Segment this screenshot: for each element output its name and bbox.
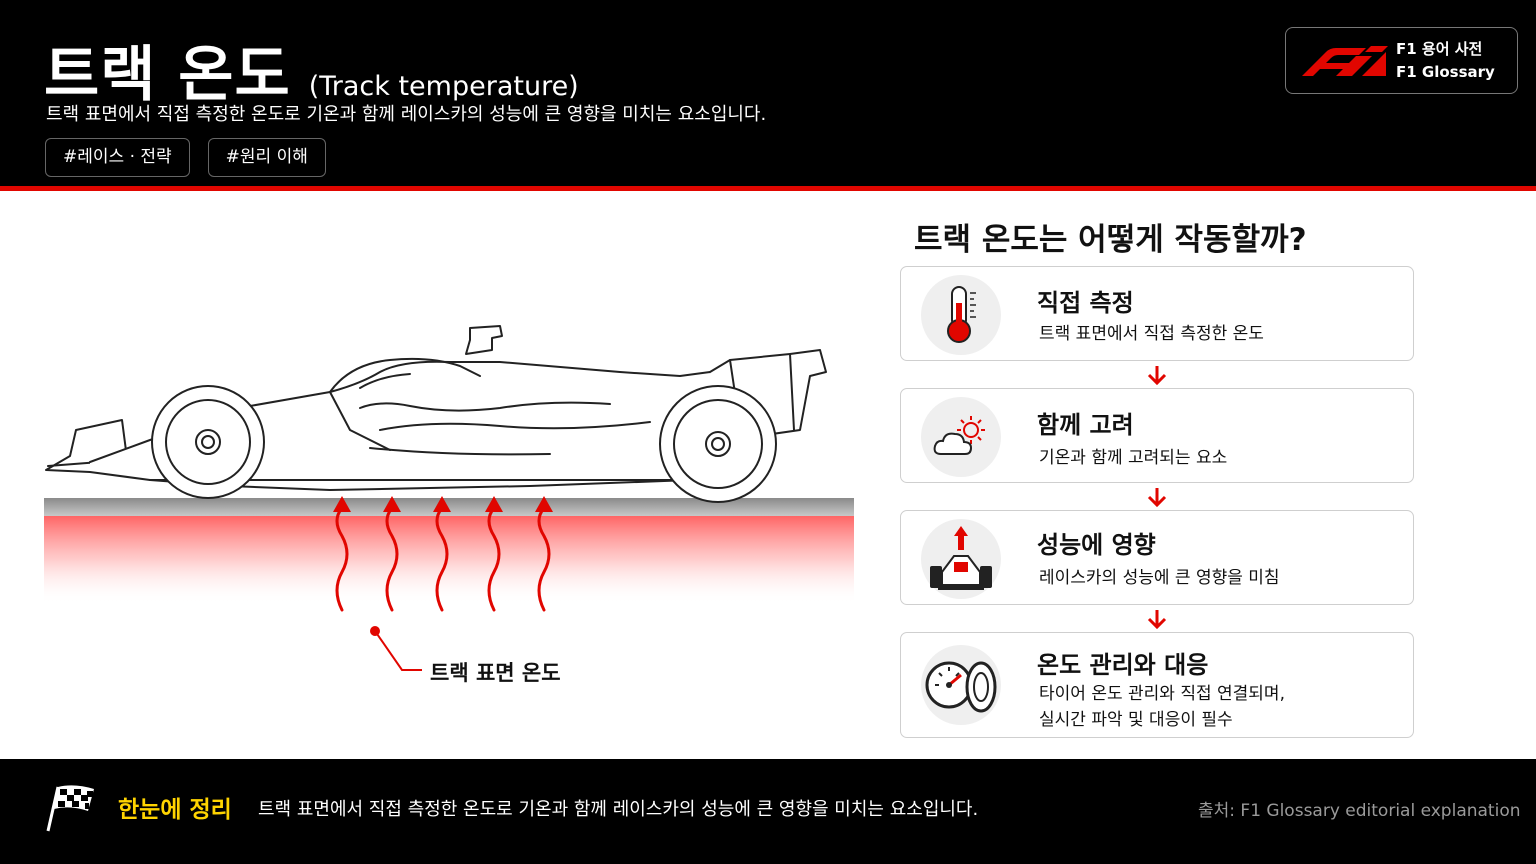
summary-text: 트랙 표면에서 직접 측정한 온도로 기온과 함께 레이스카의 성능에 큰 영향… <box>258 799 979 820</box>
thermometer-icon <box>921 275 1001 355</box>
step-description: 타이어 온도 관리와 직접 연결되며, 실시간 파악 및 대응이 필수 <box>1039 681 1285 733</box>
tag-race-strategy[interactable]: #레이스 · 전략 <box>45 138 190 177</box>
title-english: (Track temperature) <box>308 71 579 102</box>
track-surface-label: 트랙 표면 온도 <box>430 661 561 685</box>
glossary-label-en: F1 Glossary <box>1396 62 1495 81</box>
tag-principle[interactable]: #원리 이해 <box>207 138 326 177</box>
step-description: 레이스카의 성능에 큰 영향을 미침 <box>1039 568 1280 588</box>
header-accent-line <box>0 186 1536 191</box>
front-wheel-icon <box>151 385 265 499</box>
arrow-down-icon <box>1147 488 1167 508</box>
race-car-up-icon <box>921 519 1001 599</box>
source-credit: 출처: F1 Glossary editorial explanation <box>1198 801 1521 821</box>
page-title: 트랙 온도 (Track temperature) <box>44 26 579 113</box>
rear-wheel-icon <box>659 385 777 503</box>
step-card-temperature-management: 온도 관리와 대응 타이어 온도 관리와 직접 연결되며, 실시간 파악 및 대… <box>900 632 1414 738</box>
footer-bar <box>0 759 1536 864</box>
car-track-illustration <box>44 325 854 671</box>
step-card-performance-impact: 성능에 영향 레이스카의 성능에 큰 영향을 미침 <box>900 510 1414 605</box>
arrow-down-icon <box>1147 366 1167 386</box>
gauge-tire-icon <box>921 645 1001 725</box>
checkered-flag-icon <box>46 785 94 832</box>
title-korean: 트랙 온도 <box>44 40 291 110</box>
step-card-consider-together: 함께 고려 기온과 함께 고려되는 요소 <box>900 388 1414 483</box>
how-it-works-title: 트랙 온도는 어떻게 작동할까? <box>914 222 1307 258</box>
tag-list: #레이스 · 전략 #원리 이해 <box>45 138 326 177</box>
arrow-down-icon <box>1147 610 1167 630</box>
page-subtitle: 트랙 표면에서 직접 측정한 온도로 기온과 함께 레이스카의 성능에 큰 영향… <box>46 104 767 125</box>
f1-logo-icon <box>1302 45 1388 76</box>
step-description: 트랙 표면에서 직접 측정한 온도 <box>1039 324 1264 344</box>
glossary-badge: F1 용어 사전 F1 Glossary <box>1285 27 1518 94</box>
step-title: 성능에 영향 <box>1037 531 1156 559</box>
summary-label: 한눈에 정리 <box>118 797 232 823</box>
glossary-label: F1 용어 사전 F1 Glossary <box>1396 38 1495 84</box>
track-heat-glow <box>44 514 854 604</box>
heat-arrow-heads <box>333 496 553 512</box>
cloud-sun-icon <box>921 397 1001 477</box>
track-surface <box>44 498 854 516</box>
step-card-direct-measure: 직접 측정 트랙 표면에서 직접 측정한 온도 <box>900 266 1414 361</box>
header-bar <box>0 0 1536 188</box>
step-title: 직접 측정 <box>1037 289 1134 317</box>
step-title: 함께 고려 <box>1037 411 1134 439</box>
step-description-line: 타이어 온도 관리와 직접 연결되며, <box>1039 684 1285 704</box>
surface-label-callout <box>370 626 422 671</box>
heat-arrows <box>335 506 551 612</box>
step-title: 온도 관리와 대응 <box>1037 651 1209 679</box>
glossary-label-ko: F1 용어 사전 <box>1396 39 1483 58</box>
step-description-line: 실시간 파악 및 대응이 필수 <box>1039 710 1233 730</box>
step-description: 기온과 함께 고려되는 요소 <box>1039 448 1228 468</box>
